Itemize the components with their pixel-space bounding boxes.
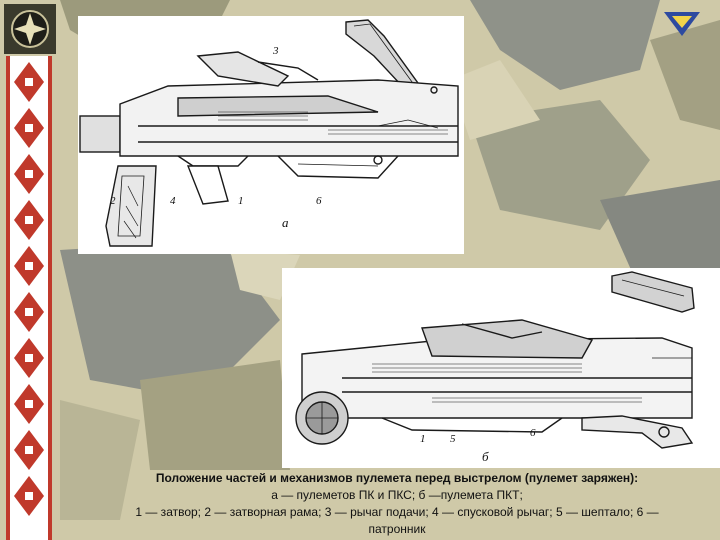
figure-b-drawing: 1 5 6 б [282, 268, 720, 468]
callout-2-label: 2 [110, 195, 116, 207]
emblem-left-icon [4, 4, 56, 54]
figure-a-drawing: 3 2 4 1 6 а [78, 16, 464, 254]
caption-line-legend-cont: патронник [368, 522, 426, 536]
emblem-right-icon [664, 12, 700, 36]
caption-title: Положение частей и механизмов пулемета п… [155, 471, 639, 485]
callout-3-label: 3 [273, 45, 279, 57]
machine-gun-pk-diagram [79, 19, 459, 247]
caption-line-legend: 1 — затвор; 2 — затворная рама; 3 — рыча… [135, 505, 659, 519]
figure-b-label: б [482, 449, 489, 464]
callout-1-label: 1 [420, 433, 426, 445]
figure-a-label: а [282, 215, 289, 230]
ornament-strip [6, 56, 52, 540]
callout-4-label: 4 [170, 195, 176, 207]
figure-caption: Положение частей и механизмов пулемета п… [80, 470, 714, 538]
callout-6-label: 6 [316, 195, 322, 207]
callout-6-label: 6 [530, 427, 536, 439]
machine-gun-pkt-diagram [295, 271, 695, 449]
callout-1-label: 1 [238, 195, 244, 207]
callout-5-label: 5 [450, 433, 456, 445]
caption-line-variants: а — пулеметов ПК и ПКС; б —пулемета ПКТ; [271, 488, 523, 502]
